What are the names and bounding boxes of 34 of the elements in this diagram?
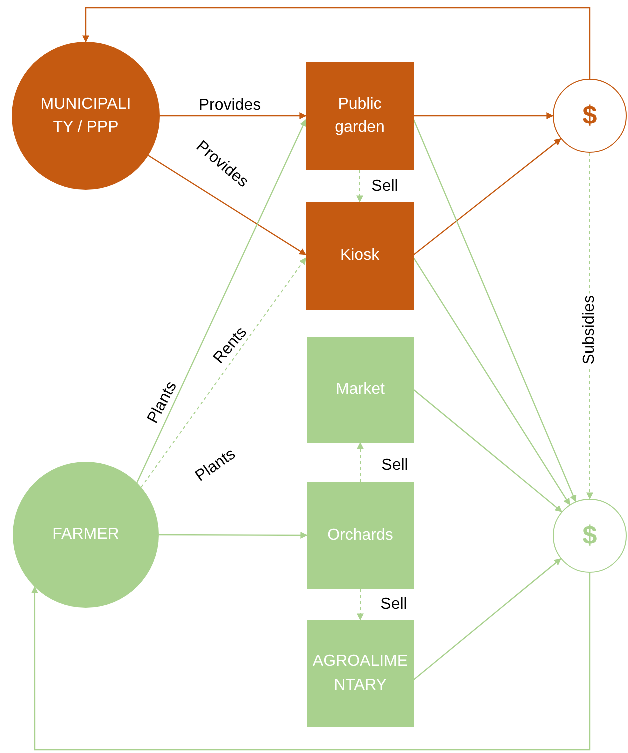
edge-label: Sell: [380, 457, 410, 475]
dashed-arrow: [357, 442, 364, 482]
edge-label: Sell: [370, 178, 400, 196]
edge-label: Sell: [380, 596, 408, 614]
node-label: MUNICIPALITY / PPP: [40, 94, 132, 138]
arrow: [82, 7, 591, 79]
node-label: Public garden: [334, 94, 386, 138]
arrow: [413, 120, 577, 502]
node-label: Kiosk: [340, 246, 380, 266]
arrow: [159, 532, 308, 539]
process-box: [306, 202, 414, 310]
arrow: [414, 558, 562, 680]
arrow: [414, 258, 570, 506]
node-label: FARMER: [52, 525, 120, 546]
process-box: [307, 337, 414, 443]
arrow: [148, 155, 307, 256]
process-box: [307, 482, 414, 589]
process-box: [306, 62, 414, 170]
arrow: [414, 138, 562, 256]
arrow: [31, 573, 591, 751]
dashed-arrow: [356, 170, 364, 203]
dashed-arrow: [357, 588, 364, 621]
arrow: [160, 112, 307, 120]
arrow: [414, 390, 562, 512]
node-label: Orchards: [328, 526, 394, 546]
arrow: [414, 112, 554, 120]
node-label: Market: [336, 380, 385, 400]
edge-label: Provides: [198, 97, 262, 115]
node-label: $: [582, 99, 598, 132]
arrow: [136, 119, 307, 484]
node-label: $: [582, 519, 598, 552]
dashed-arrow: [140, 258, 306, 488]
process-box: [307, 620, 414, 727]
node-label: AGROALIMENTARY: [312, 652, 410, 696]
